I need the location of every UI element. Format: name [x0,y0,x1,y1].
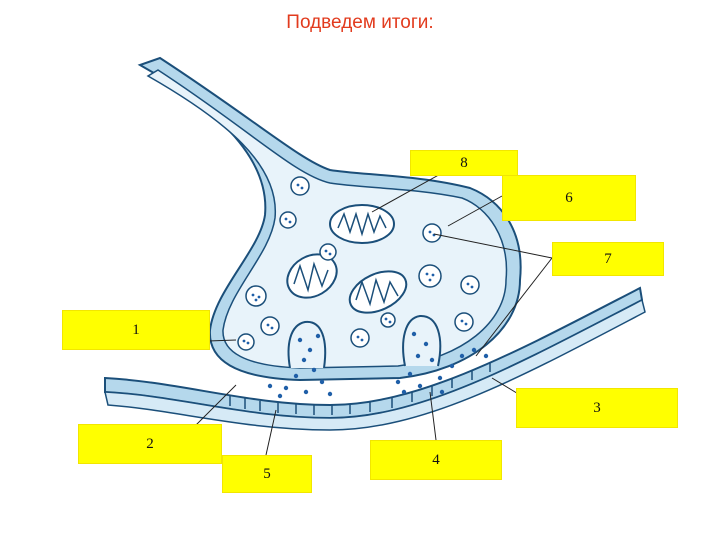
label-5[interactable]: 5 [222,455,312,493]
postsynaptic-lower-band [104,298,646,431]
mitochondrion-right [348,270,408,314]
fusion-pocket-left [287,320,327,369]
label-7[interactable]: 7 [552,242,664,276]
label-8[interactable]: 8 [410,150,518,176]
label-3[interactable]: 3 [516,388,678,428]
vesicle-contents [242,183,474,345]
label-6[interactable]: 6 [502,175,636,221]
presynaptic-cytoplasm [146,69,508,369]
label-4[interactable]: 4 [370,440,502,480]
label-1[interactable]: 1 [62,310,210,350]
mitochondrion-left [286,253,338,299]
label-2[interactable]: 2 [78,424,222,464]
neurotransmitter-dots [267,331,489,399]
page-title: Подведем итоги: [286,12,434,33]
synaptic-vesicles [237,176,480,351]
fusion-pocket-right [402,314,442,367]
mitochondrion-top [329,204,395,244]
receptors [229,362,491,415]
